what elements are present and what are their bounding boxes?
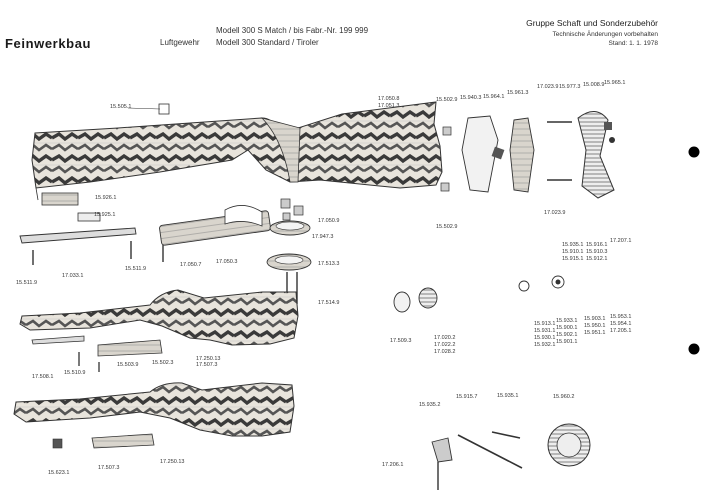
part-number-label: 17.207.1 [610,238,631,244]
part-number-label: 15.502.9 [436,97,457,103]
part-number-label: 17.507.3 [196,362,217,368]
part-number-label: 15.925.1 [94,212,115,218]
part-number-label: 15.935.1 [497,393,518,399]
part-number-label: 17.050.3 [216,259,237,265]
part-number-label: 15.502.3 [152,360,173,366]
part-number-label: 15.977.3 [559,84,580,90]
part-number-label: 17.050.7 [180,262,201,268]
part-number-label: 15.511.9 [16,280,37,286]
part-number-label: 15.950.1 [584,323,605,329]
part-number-label: 17.206.1 [382,462,403,468]
part-number-label: 15.008.9 [583,82,604,88]
change-note: Technische Änderungen vorbehalten [552,31,658,38]
part-number-labels: 15.505.1 15.926.1 15.925.1 17.033.1 15.511.9… [16,80,631,476]
part-number-label: 15.912.1 [586,256,607,262]
part-number-label: 17.250.13 [196,356,220,362]
part-number-label: 17.509.3 [390,338,411,344]
part-number-label: 15.931.1 [534,328,555,334]
part-number-label: 17.023.9 [544,210,565,216]
product-subtitle: Luftgewehr [160,38,200,47]
part-number-label: 15.915.1 [562,256,583,262]
part-number-label: 15.502.9 [436,224,457,230]
model-line-1: Modell 300 S Match / bis Fabr.-Nr. 199 9… [216,26,369,35]
part-number-label: 17.250.13 [160,459,184,465]
part-number-label: 15.953.1 [610,314,631,320]
part-number-label: 15.623.1 [48,470,69,476]
part-number-label: 17.033.1 [62,273,83,279]
bolt-hardware [266,198,312,304]
stock-standard [19,289,299,372]
butt-plate-assembly [440,111,615,199]
part-number-label: 17.023.9 [537,84,558,90]
part-number-label: 15.935.2 [419,402,440,408]
part-number-label: 15.910.3 [586,249,607,255]
group-title: Gruppe Schaft und Sonderzubehör [526,18,658,28]
part-number-label: 15.900.1 [556,325,577,331]
accessory-parts [393,275,591,490]
part-number-label: 17.514.9 [318,300,339,306]
part-number-label: 17.205.1 [610,328,631,334]
part-number-label: 15.932.1 [534,342,555,348]
part-number-label: 15.901.1 [556,339,577,345]
part-number-label: 17.947.3 [312,234,333,240]
part-number-label: 15.940.3 [460,95,481,101]
part-number-label: 17.028.2 [434,349,455,355]
part-number-label: 17.513.3 [318,261,339,267]
part-number-label: 15.916.1 [586,242,607,248]
part-number-label: 17.051.3 [378,103,399,109]
part-number-label: 15.965.1 [604,80,625,86]
part-number-label: 15.935.1 [562,242,583,248]
part-number-label: 15.951.1 [584,330,605,336]
part-number-label: 17.050.8 [378,96,399,102]
part-number-label: 15.964.1 [483,94,504,100]
part-number-label: 15.961.3 [507,90,528,96]
part-number-label: 15.510.9 [64,370,85,376]
punch-hole-top [688,146,700,158]
part-number-label: 15.960.2 [553,394,574,400]
part-number-label: 15.902.1 [556,332,577,338]
part-number-label: 15.503.9 [117,362,138,368]
part-number-label: 17.507.3 [98,465,119,471]
part-number-label: 17.022.2 [434,342,455,348]
part-number-label: 15.926.1 [95,195,116,201]
model-line-2: Modell 300 Standard / Tiroler [216,38,319,47]
part-number-label: 15.915.7 [456,394,477,400]
revision-date: Stand: 1. 1. 1978 [608,40,658,47]
part-number-label: 15.910.1 [562,249,583,255]
part-number-label: 15.903.1 [584,316,605,322]
part-number-label: 17.508.1 [32,374,53,380]
part-number-label: 17.050.9 [318,218,339,224]
stock-tiroler [13,382,295,449]
part-number-label: 15.933.1 [556,318,577,324]
punch-hole-bottom [688,343,700,355]
stock-match [31,101,443,201]
part-number-label: 15.505.1 [110,104,131,110]
part-number-label: 15.511.9 [125,266,146,272]
part-number-label: 15.913.1 [534,321,555,327]
part-number-label: 15.954.1 [610,321,631,327]
part-number-label: 17.020.2 [434,335,455,341]
forend-plates [19,103,271,265]
part-number-label: 15.930.1 [534,335,555,341]
brand-logo: Feinwerkbau [5,36,92,51]
